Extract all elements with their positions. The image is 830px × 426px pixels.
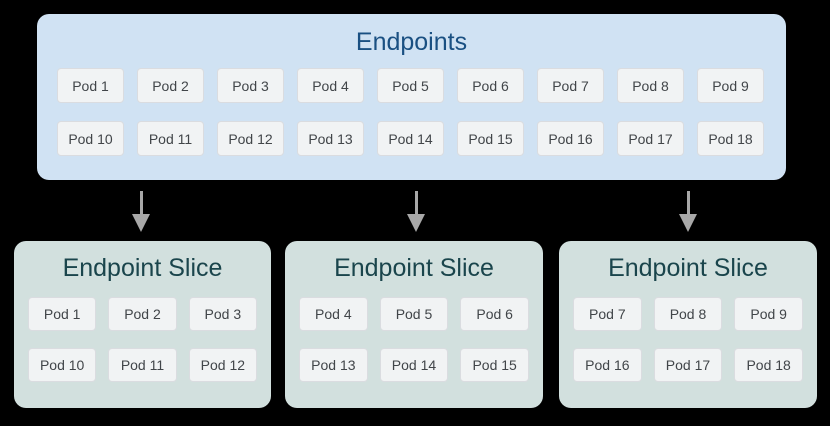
- pod: Pod 13: [299, 348, 368, 382]
- slice-pod-grid: Pod 7 Pod 8 Pod 9 Pod 16 Pod 17 Pod 18: [559, 297, 817, 382]
- pod: Pod 13: [297, 121, 364, 156]
- endpoint-slice-box-2: Endpoint Slice Pod 4 Pod 5 Pod 6 Pod 13 …: [285, 241, 543, 408]
- pod: Pod 17: [653, 348, 723, 382]
- pod: Pod 1: [28, 297, 97, 331]
- pod: Pod 6: [457, 68, 524, 103]
- endpoint-slice-box-1: Endpoint Slice Pod 1 Pod 2 Pod 3 Pod 10 …: [14, 241, 271, 408]
- pod: Pod 8: [653, 297, 723, 331]
- pod: Pod 12: [217, 121, 284, 156]
- pod: Pod 16: [537, 121, 604, 156]
- pod: Pod 12: [188, 348, 257, 382]
- pod: Pod 4: [297, 68, 364, 103]
- pod: Pod 6: [460, 297, 529, 331]
- pod: Pod 11: [108, 348, 177, 382]
- pod: Pod 10: [57, 121, 124, 156]
- pod: Pod 18: [734, 348, 803, 382]
- endpoint-slice-title: Endpoint Slice: [608, 254, 768, 282]
- pod: Pod 3: [217, 68, 284, 103]
- arrow-head: [407, 214, 425, 232]
- pod: Pod 2: [108, 297, 177, 331]
- endpoints-pod-grid: Pod 1 Pod 2 Pod 3 Pod 4 Pod 5 Pod 6 Pod …: [37, 68, 786, 156]
- pod: Pod 15: [460, 348, 529, 382]
- slice-pod-grid: Pod 1 Pod 2 Pod 3 Pod 10 Pod 11 Pod 12: [14, 297, 271, 382]
- endpoint-slice-title: Endpoint Slice: [334, 254, 494, 282]
- arrow-shaft: [414, 191, 418, 214]
- down-arrow-icon: [407, 191, 425, 232]
- pod: Pod 8: [617, 68, 684, 103]
- pod: Pod 16: [573, 348, 642, 382]
- pod: Pod 5: [379, 297, 449, 331]
- down-arrow-icon: [679, 191, 697, 232]
- pod: Pod 14: [377, 121, 444, 156]
- arrow-shaft: [686, 191, 690, 214]
- pod: Pod 7: [537, 68, 604, 103]
- endpoints-box: Endpoints Pod 1 Pod 2 Pod 3 Pod 4 Pod 5 …: [37, 14, 786, 180]
- pod: Pod 3: [188, 297, 257, 331]
- pod: Pod 9: [734, 297, 803, 331]
- pod: Pod 18: [697, 121, 764, 156]
- pod: Pod 10: [28, 348, 97, 382]
- arrow-shaft: [139, 191, 143, 214]
- pod: Pod 11: [137, 121, 204, 156]
- pod: Pod 17: [617, 121, 684, 156]
- endpoint-slice-box-3: Endpoint Slice Pod 7 Pod 8 Pod 9 Pod 16 …: [559, 241, 817, 408]
- pod: Pod 9: [697, 68, 764, 103]
- pod: Pod 1: [57, 68, 124, 103]
- pod: Pod 4: [299, 297, 368, 331]
- pod: Pod 7: [573, 297, 642, 331]
- down-arrow-icon: [132, 191, 150, 232]
- slice-pod-grid: Pod 4 Pod 5 Pod 6 Pod 13 Pod 14 Pod 15: [285, 297, 543, 382]
- arrow-head: [132, 214, 150, 232]
- arrow-head: [679, 214, 697, 232]
- endpoint-slice-title: Endpoint Slice: [62, 254, 223, 282]
- pod: Pod 14: [379, 348, 449, 382]
- pod: Pod 15: [457, 121, 524, 156]
- pod: Pod 2: [137, 68, 204, 103]
- endpoints-title: Endpoints: [355, 28, 468, 56]
- pod: Pod 5: [377, 68, 444, 103]
